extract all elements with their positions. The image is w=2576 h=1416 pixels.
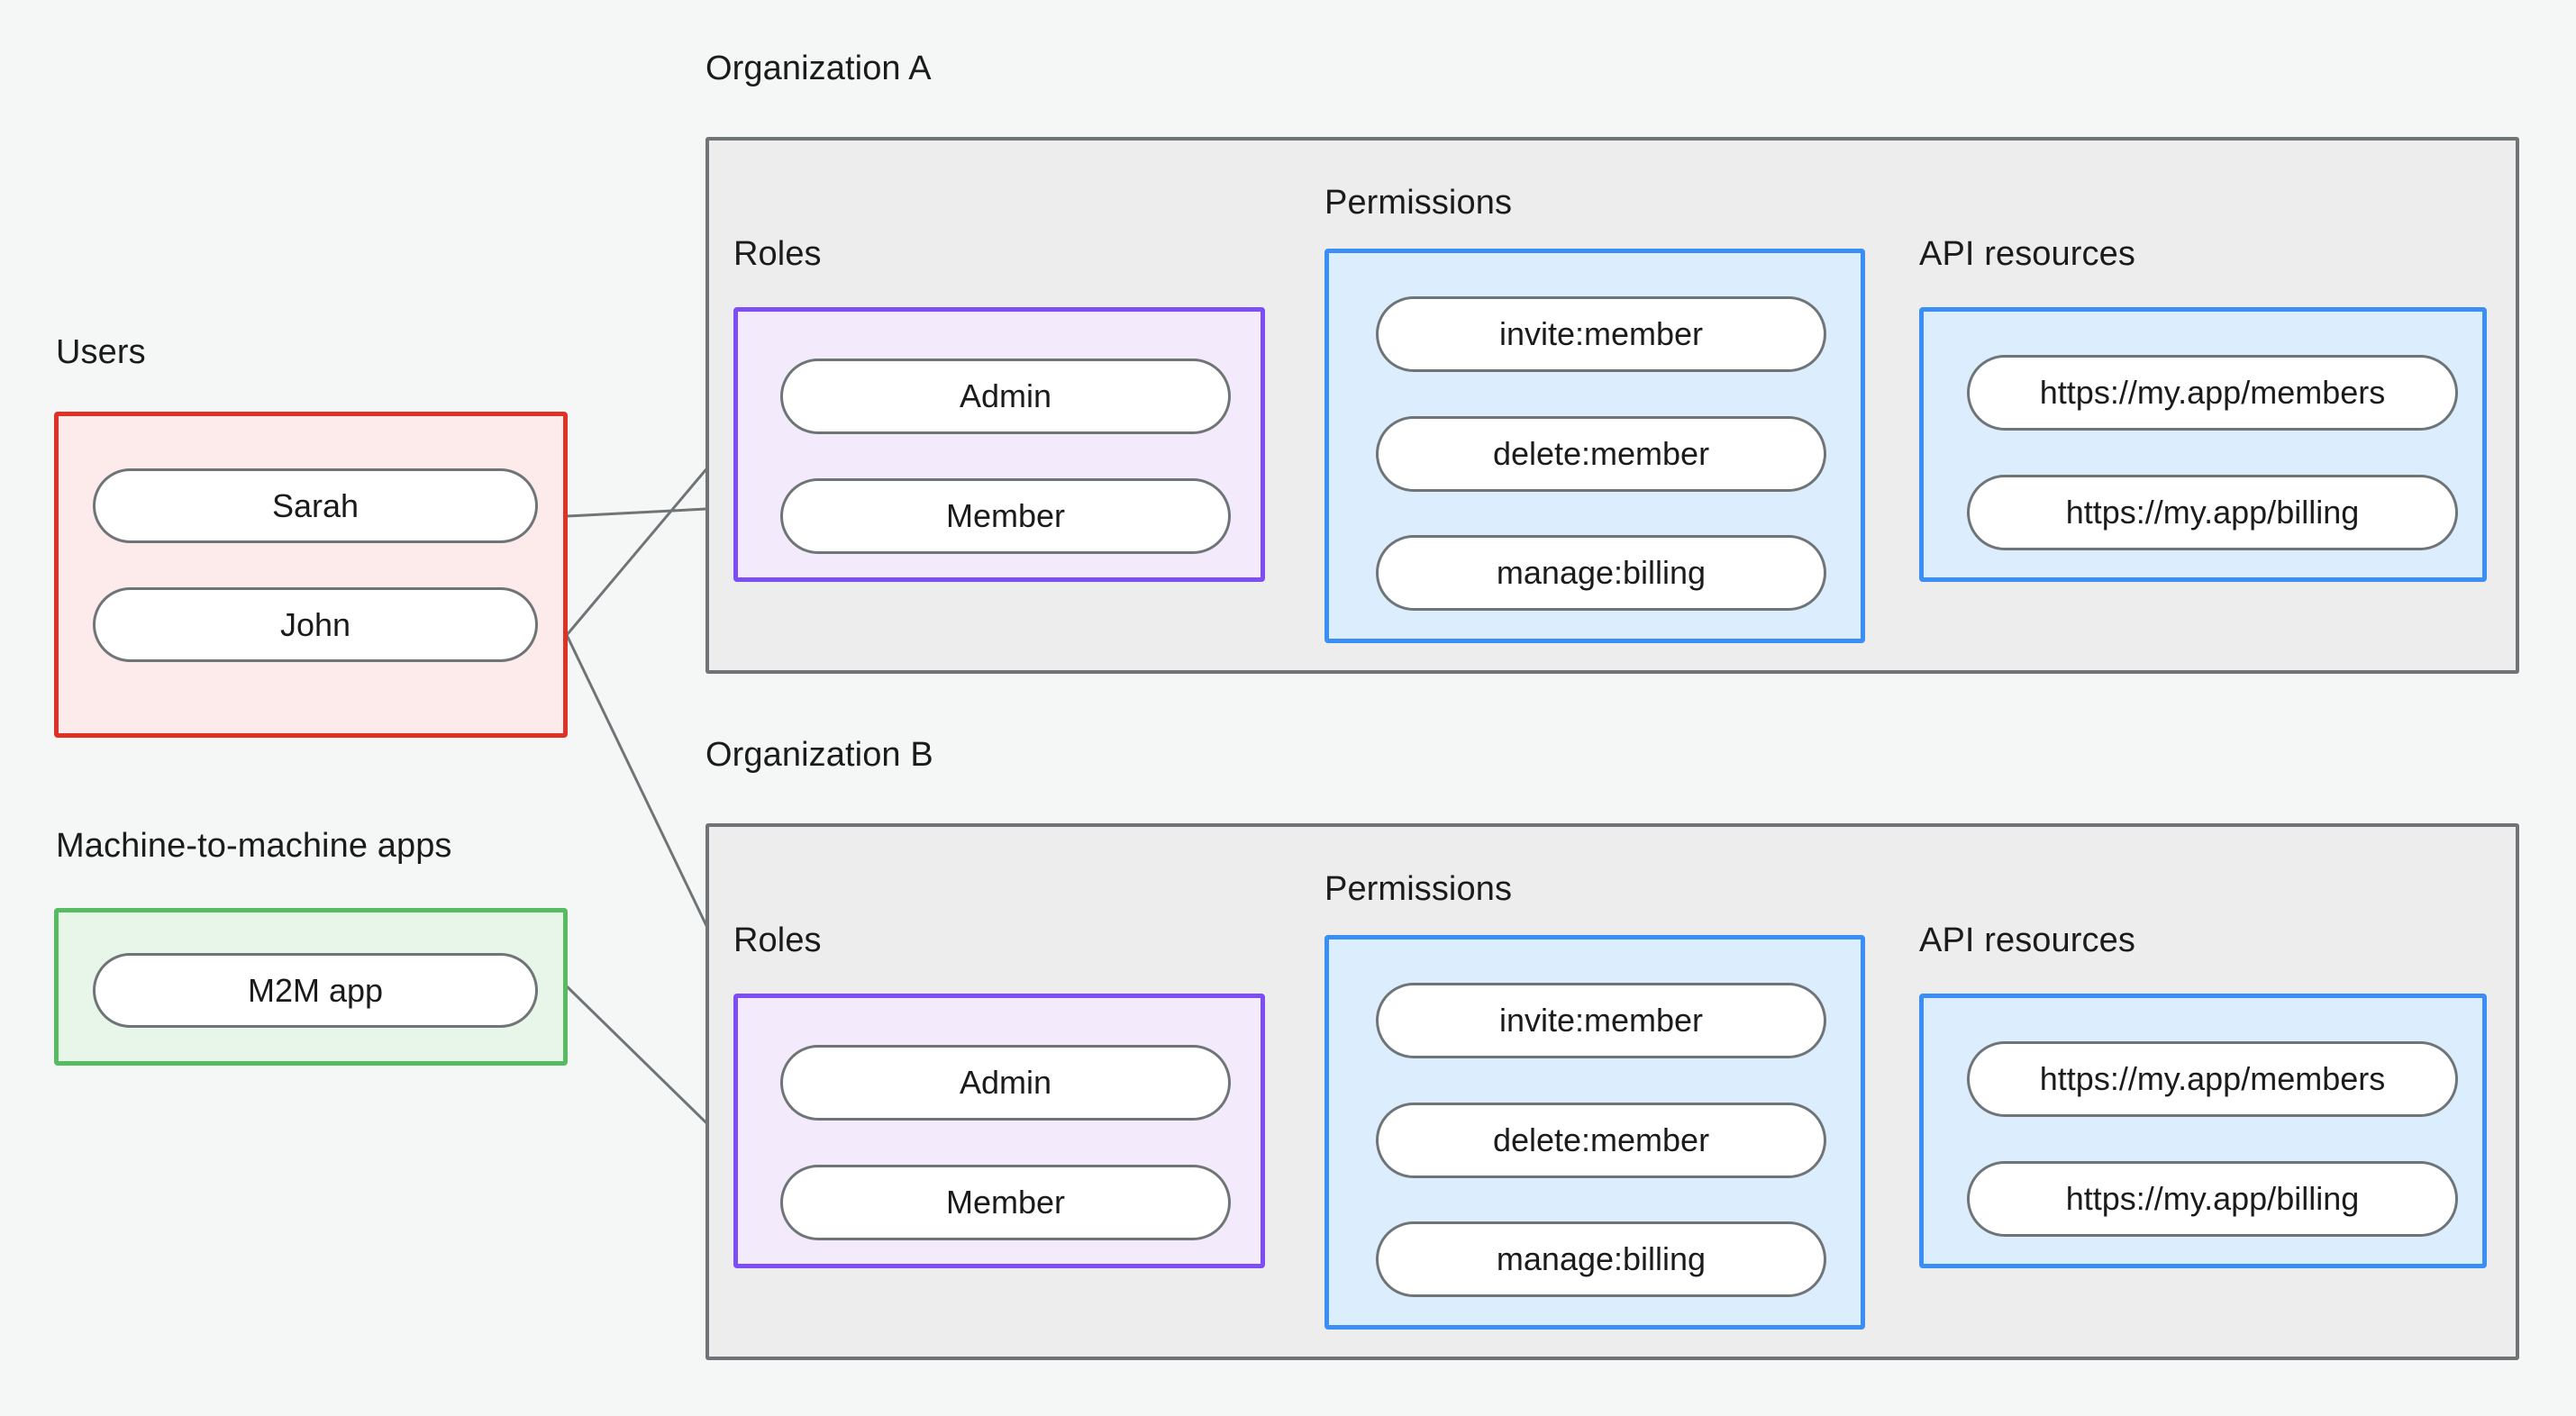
org-a-roles-box: Admin Member bbox=[733, 307, 1265, 582]
org-b-permissions-caption: Permissions bbox=[1324, 870, 1513, 908]
org-a-role-pill-admin[interactable]: Admin bbox=[780, 359, 1231, 434]
org-a-role-pill-member[interactable]: Member bbox=[780, 478, 1231, 554]
users-group-box: Sarah John bbox=[54, 412, 568, 738]
org-a-permissions-caption: Permissions bbox=[1324, 184, 1513, 222]
users-caption: Users bbox=[56, 333, 146, 371]
m2m-pill-app[interactable]: M2M app bbox=[93, 953, 538, 1028]
m2m-caption: Machine-to-machine apps bbox=[56, 827, 452, 865]
org-b-role-pill-admin[interactable]: Admin bbox=[780, 1045, 1231, 1121]
org-b-permission-pill-invite[interactable]: invite:member bbox=[1376, 983, 1826, 1058]
org-b-roles-caption: Roles bbox=[733, 921, 822, 959]
org-a-container: Roles Admin Member Permissions invite:me… bbox=[705, 137, 2519, 674]
org-b-permission-pill-billing[interactable]: manage:billing bbox=[1376, 1221, 1826, 1297]
org-b-container: Roles Admin Member Permissions invite:me… bbox=[705, 823, 2519, 1360]
org-a-permission-pill-invite[interactable]: invite:member bbox=[1376, 296, 1826, 372]
org-b-roles-box: Admin Member bbox=[733, 994, 1265, 1268]
org-a-api-caption: API resources bbox=[1919, 235, 2135, 273]
user-pill-sarah[interactable]: Sarah bbox=[93, 468, 538, 543]
org-a-caption: Organization A bbox=[705, 50, 932, 87]
org-a-permission-pill-delete[interactable]: delete:member bbox=[1376, 416, 1826, 492]
org-a-roles-caption: Roles bbox=[733, 235, 822, 273]
org-b-api-box: https://my.app/members https://my.app/bi… bbox=[1919, 994, 2487, 1268]
org-b-role-pill-member[interactable]: Member bbox=[780, 1165, 1231, 1240]
org-a-permissions-box: invite:member delete:member manage:billi… bbox=[1324, 249, 1865, 643]
org-b-caption: Organization B bbox=[705, 736, 933, 774]
org-a-api-pill-members[interactable]: https://my.app/members bbox=[1967, 355, 2458, 431]
m2m-group-box: M2M app bbox=[54, 908, 568, 1066]
user-pill-john[interactable]: John bbox=[93, 587, 538, 662]
org-a-permission-pill-billing[interactable]: manage:billing bbox=[1376, 535, 1826, 611]
org-b-api-pill-billing[interactable]: https://my.app/billing bbox=[1967, 1161, 2458, 1237]
org-b-permission-pill-delete[interactable]: delete:member bbox=[1376, 1103, 1826, 1178]
org-b-api-pill-members[interactable]: https://my.app/members bbox=[1967, 1041, 2458, 1117]
org-b-permissions-box: invite:member delete:member manage:billi… bbox=[1324, 935, 1865, 1330]
org-b-api-caption: API resources bbox=[1919, 921, 2135, 959]
org-a-api-box: https://my.app/members https://my.app/bi… bbox=[1919, 307, 2487, 582]
org-a-api-pill-billing[interactable]: https://my.app/billing bbox=[1967, 475, 2458, 550]
